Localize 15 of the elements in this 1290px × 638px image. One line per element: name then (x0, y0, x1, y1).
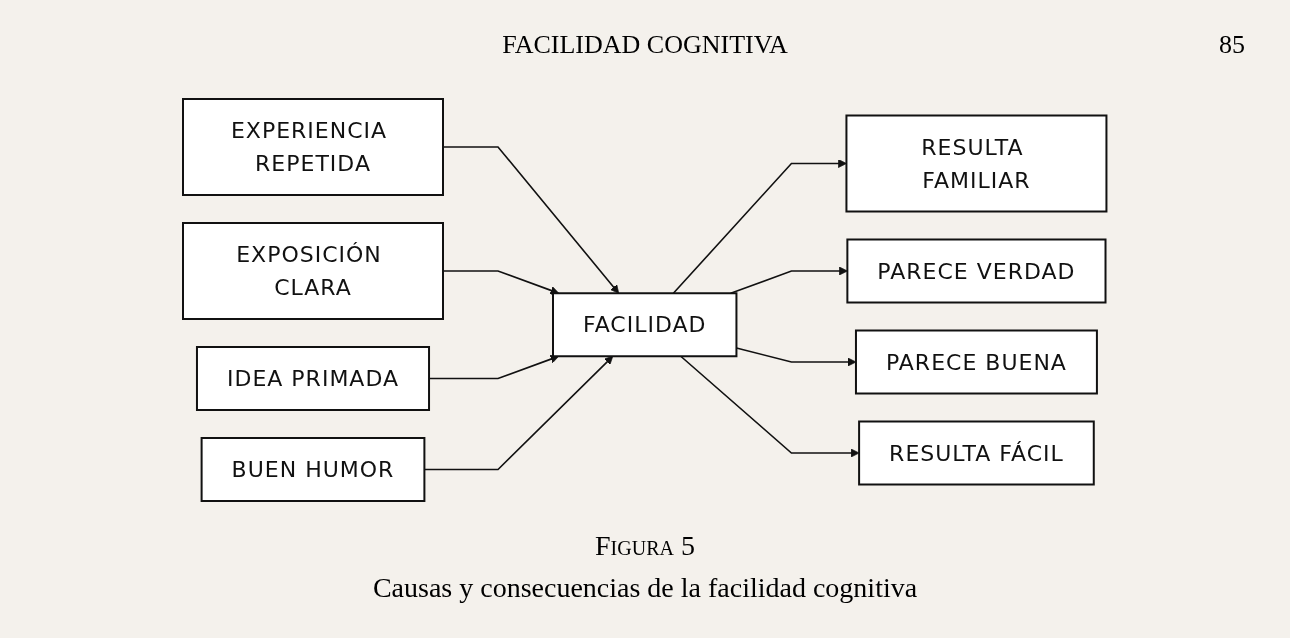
running-header: FACILIDAD COGNITIVA (502, 30, 788, 60)
node-box: PARECE VERDAD (846, 238, 1107, 304)
node-box: IDEA PRIMADA (196, 346, 431, 411)
node-box: EXPOSICIÓN CLARA (182, 222, 445, 320)
arrow (680, 355, 860, 458)
figure-title: Figura 5 (595, 530, 695, 562)
node-box: BUEN HUMOR (200, 437, 426, 502)
page-number: 85 (1219, 30, 1245, 60)
node-box: PARECE BUENA (855, 329, 1099, 395)
node-box: RESULTA FÁCIL (858, 420, 1096, 486)
figure-caption: Causas y consecuencias de la facilidad cognitiva (372, 572, 918, 604)
arrow (672, 159, 848, 295)
node-box: EXPERIENCIA REPETIDA (182, 98, 445, 196)
node-box: RESULTA FAMILIAR (845, 114, 1108, 213)
node-box: FACILIDAD (552, 292, 738, 358)
